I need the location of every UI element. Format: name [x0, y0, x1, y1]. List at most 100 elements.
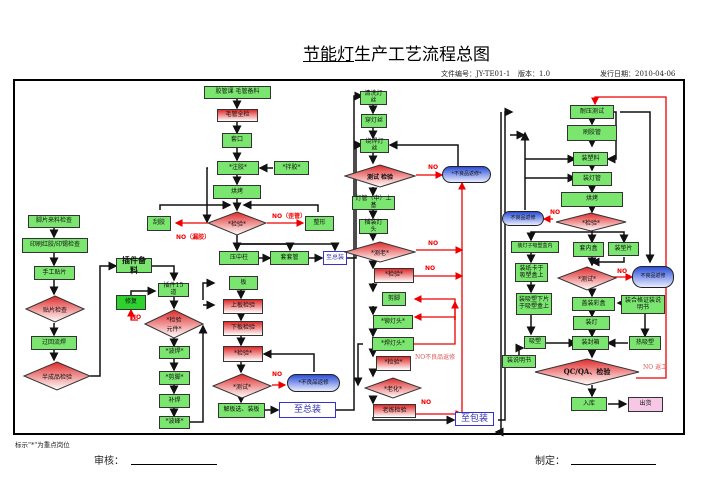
inner-box[interactable]: 套内盒: [573, 242, 604, 257]
inspect-5[interactable]: *检验*: [376, 356, 411, 371]
flowchart-frame: [13, 79, 685, 435]
no-rework-note: NO 返工: [643, 364, 668, 371]
qc-qa-label: QC/QA、检验: [563, 367, 611, 376]
scrape-glue[interactable]: 刮胶: [147, 216, 171, 231]
aging-diamond[interactable]: [364, 377, 422, 399]
made-signature-line[interactable]: [571, 464, 656, 465]
inspect-diamond-5[interactable]: [555, 212, 627, 232]
reject-repair-2[interactable]: *不良品返修*: [442, 166, 491, 183]
tube-material-prep[interactable]: 胶管课 毛管备料: [204, 86, 271, 99]
upper-board-inspect[interactable]: 上板检验: [223, 299, 263, 314]
clean-filament[interactable]: 清洗灯丝: [360, 90, 387, 105]
rivet-cap[interactable]: *铆灯头*: [373, 315, 413, 329]
raw-material-check[interactable]: 脚片来料检查: [28, 215, 80, 228]
heat-blister[interactable]: 热吸塑: [629, 336, 661, 350]
review-signature-line[interactable]: [131, 464, 217, 465]
insertion-prep[interactable]: 插件备料: [116, 256, 152, 274]
inspect-component-label: *检验 元件*: [166, 317, 182, 333]
glue-inject[interactable]: *注胶*: [217, 161, 259, 175]
install-plastic[interactable]: 装塑料: [573, 152, 608, 166]
aging-test-diamond[interactable]: [344, 241, 416, 263]
key-note: 标示"*"为重点岗位: [15, 441, 70, 449]
no-label-3: NO: [428, 164, 439, 171]
voltage-test[interactable]: 耐压测试: [570, 105, 614, 119]
no-label-8: NO: [617, 268, 628, 275]
color-box[interactable]: 盖装彩盒: [572, 297, 615, 311]
touch-up[interactable]: 补焊: [159, 394, 190, 408]
tube-inspect[interactable]: 毛管全检: [217, 109, 258, 122]
to-assembly-1[interactable]: 至总装: [323, 251, 347, 265]
install-gasket[interactable]: 装垫片: [608, 242, 639, 256]
insert-cap[interactable]: 插装灯头: [359, 219, 388, 234]
doc-number: 文件编号：JY-TE01-1: [441, 70, 511, 78]
brush-glue[interactable]: 刷胶管: [567, 125, 617, 141]
insertion-15[interactable]: 插件15道: [158, 282, 189, 297]
no-leak-label: NO（漏胶）: [176, 234, 211, 241]
no-label-4: NO: [428, 240, 439, 247]
bake[interactable]: 烘烤: [213, 185, 261, 199]
warehouse[interactable]: 入库: [571, 397, 607, 411]
press-center[interactable]: 压中柱: [219, 251, 259, 265]
weld-filament[interactable]: 绕焊灯丝: [360, 138, 389, 153]
title-underlined: 节能灯: [303, 45, 354, 65]
burn-in-inspect[interactable]: 老练检验: [373, 404, 416, 418]
install-manual[interactable]: 装说明书: [502, 355, 536, 368]
to-packaging[interactable]: 至包装: [455, 412, 494, 426]
board-inspect[interactable]: *检验*: [223, 346, 263, 362]
glue-inspect-label: *检验*: [227, 221, 246, 228]
made-label: 制定：: [535, 456, 565, 467]
qc-qa-diamond[interactable]: [534, 358, 640, 386]
smt-check-diamond[interactable]: [25, 295, 85, 323]
aging-test-label: *测老*: [370, 249, 389, 257]
certificate-manual[interactable]: 装合格证装说明书: [621, 295, 665, 314]
wave-solder[interactable]: *波焊*: [159, 346, 190, 359]
ship[interactable]: 出货: [628, 397, 663, 412]
cut-pins[interactable]: 剪脚: [382, 292, 406, 306]
red-arrows: [127, 96, 667, 418]
install-lamp[interactable]: 装灯: [573, 316, 610, 330]
manual-smt[interactable]: 手工贴片: [34, 266, 75, 280]
aging-label: *老化*: [383, 385, 402, 393]
glue-inspect-diamond[interactable]: [207, 211, 267, 236]
reflow[interactable]: 过回流焊: [31, 336, 77, 350]
board[interactable]: 板: [229, 276, 258, 290]
tube-base[interactable]: 灯管（中）上基: [352, 195, 395, 210]
review-label: 审核：: [94, 456, 124, 467]
reject-repair-3[interactable]: 不良品返修: [502, 211, 544, 226]
inspect-component-diamond[interactable]: [144, 309, 204, 339]
bake-2[interactable]: 烘烤: [561, 192, 623, 207]
cut-leads[interactable]: *剪脚*: [159, 371, 190, 385]
test-inspect-diamond[interactable]: [344, 164, 416, 188]
glue-mix[interactable]: *拌胶*: [274, 161, 309, 175]
weld-cap[interactable]: *焊灯头*: [372, 337, 414, 351]
semi-product-diamond[interactable]: [23, 361, 91, 391]
lower-board-inspect[interactable]: 下板检验: [223, 321, 263, 336]
lamp-into-blister[interactable]: 装灯子吸塑盒内: [511, 241, 559, 253]
board-test-diamond[interactable]: [212, 373, 272, 399]
inspect-label-5: *检验*: [581, 219, 600, 227]
print-glue-check[interactable]: 印刷红胶/印锡检查: [22, 238, 88, 253]
socket[interactable]: 套口: [222, 133, 252, 148]
split-board[interactable]: 解板选、装板: [218, 403, 265, 418]
test-diamond-5[interactable]: [557, 266, 617, 291]
install-tube[interactable]: 装灯管: [572, 172, 612, 186]
seal-box[interactable]: 装封箱: [572, 336, 609, 350]
sleeve[interactable]: 套套管: [270, 251, 309, 265]
blister[interactable]: 吸塑: [524, 336, 546, 349]
no-label-6: NO: [421, 399, 432, 406]
repair[interactable]: 修复: [116, 295, 146, 310]
to-assembly-2[interactable]: 至总装: [279, 402, 336, 418]
reject-repair-1[interactable]: *不良品返修: [287, 374, 340, 392]
inspect-4[interactable]: *检验*: [374, 268, 414, 283]
reject-repair-4[interactable]: 不良品返修: [632, 266, 674, 288]
page-title: 节能灯生产工艺流程总图: [303, 40, 490, 65]
thread-filament[interactable]: 穿灯丝: [361, 114, 387, 128]
title-rest: 生产工艺流程总图: [354, 45, 490, 65]
wave-peak[interactable]: *波峰*: [159, 416, 190, 429]
reshape[interactable]: 整形: [305, 216, 334, 231]
blister-bottom[interactable]: 装吸塑下片于吸塑盒上: [516, 293, 552, 315]
card-on-blister[interactable]: 装纸卡于吸塑盒上: [515, 263, 548, 282]
no-label: NO: [131, 314, 142, 321]
no-reject-note: NO不良品返修: [415, 354, 456, 361]
